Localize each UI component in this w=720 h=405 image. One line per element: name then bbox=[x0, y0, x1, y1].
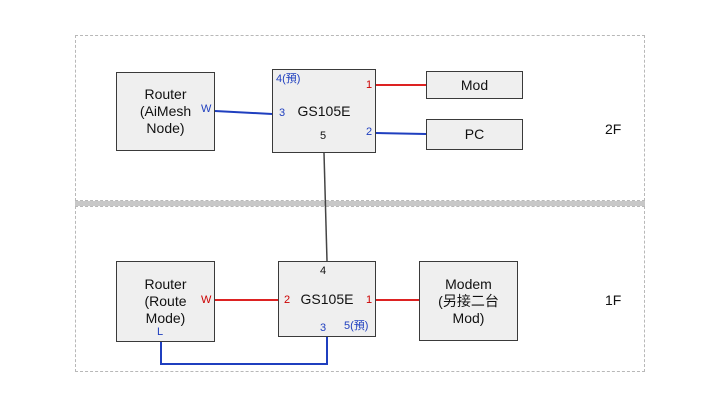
pc-device-label: PC bbox=[464, 126, 485, 142]
mod-device-label: Mod bbox=[460, 76, 489, 93]
switch-1f-port-5: 5(預) bbox=[344, 320, 369, 332]
switch-gs105e-1f: GS105E bbox=[278, 261, 376, 337]
router-aimesh-node: Router (AiMesh Node) bbox=[116, 72, 215, 151]
router-aimesh-node-label: Router (AiMesh Node) bbox=[139, 86, 192, 136]
switch-2f-port-2: 2 bbox=[366, 126, 373, 138]
floor-label-1f: 1F bbox=[605, 292, 622, 308]
floor-2f-zone bbox=[75, 35, 645, 201]
link-switch2f-switch1f bbox=[323, 152, 328, 262]
floor-separator bbox=[75, 201, 645, 206]
router-route-mode: Router (Route Mode) bbox=[116, 261, 215, 342]
switch-2f-port-5: 5 bbox=[320, 130, 327, 142]
switch-2f-port-1: 1 bbox=[366, 79, 373, 91]
modem-device-label: Modem (另接二台 Mod) bbox=[438, 275, 499, 326]
switch-1f-port-3: 3 bbox=[320, 322, 327, 334]
router-1f-port-l: L bbox=[157, 326, 164, 338]
router-1f-port-w: W bbox=[201, 294, 212, 306]
switch-1f-port-4: 4 bbox=[320, 265, 327, 277]
switch-gs105e-1f-label: GS105E bbox=[300, 290, 354, 307]
switch-1f-port-1: 1 bbox=[366, 294, 373, 306]
switch-1f-port-2: 2 bbox=[284, 294, 291, 306]
link-router2f-switch2f bbox=[214, 110, 273, 115]
switch-gs105e-2f: GS105E bbox=[272, 69, 376, 153]
switch-gs105e-2f-label: GS105E bbox=[297, 102, 351, 119]
floor-label-2f: 2F bbox=[605, 121, 622, 137]
link-router1f-lan-switch1f bbox=[160, 337, 328, 365]
switch-2f-port-4: 4(預) bbox=[276, 73, 301, 85]
pc-device: PC bbox=[426, 119, 523, 150]
modem-device: Modem (另接二台 Mod) bbox=[419, 261, 518, 341]
router-2f-port-w: W bbox=[201, 103, 212, 115]
floor-1f-zone bbox=[75, 206, 645, 372]
switch-2f-port-3: 3 bbox=[279, 107, 286, 119]
link-switch2f-pc bbox=[375, 132, 427, 135]
mod-device: Mod bbox=[426, 71, 523, 99]
router-route-mode-label: Router (Route Mode) bbox=[144, 276, 187, 326]
